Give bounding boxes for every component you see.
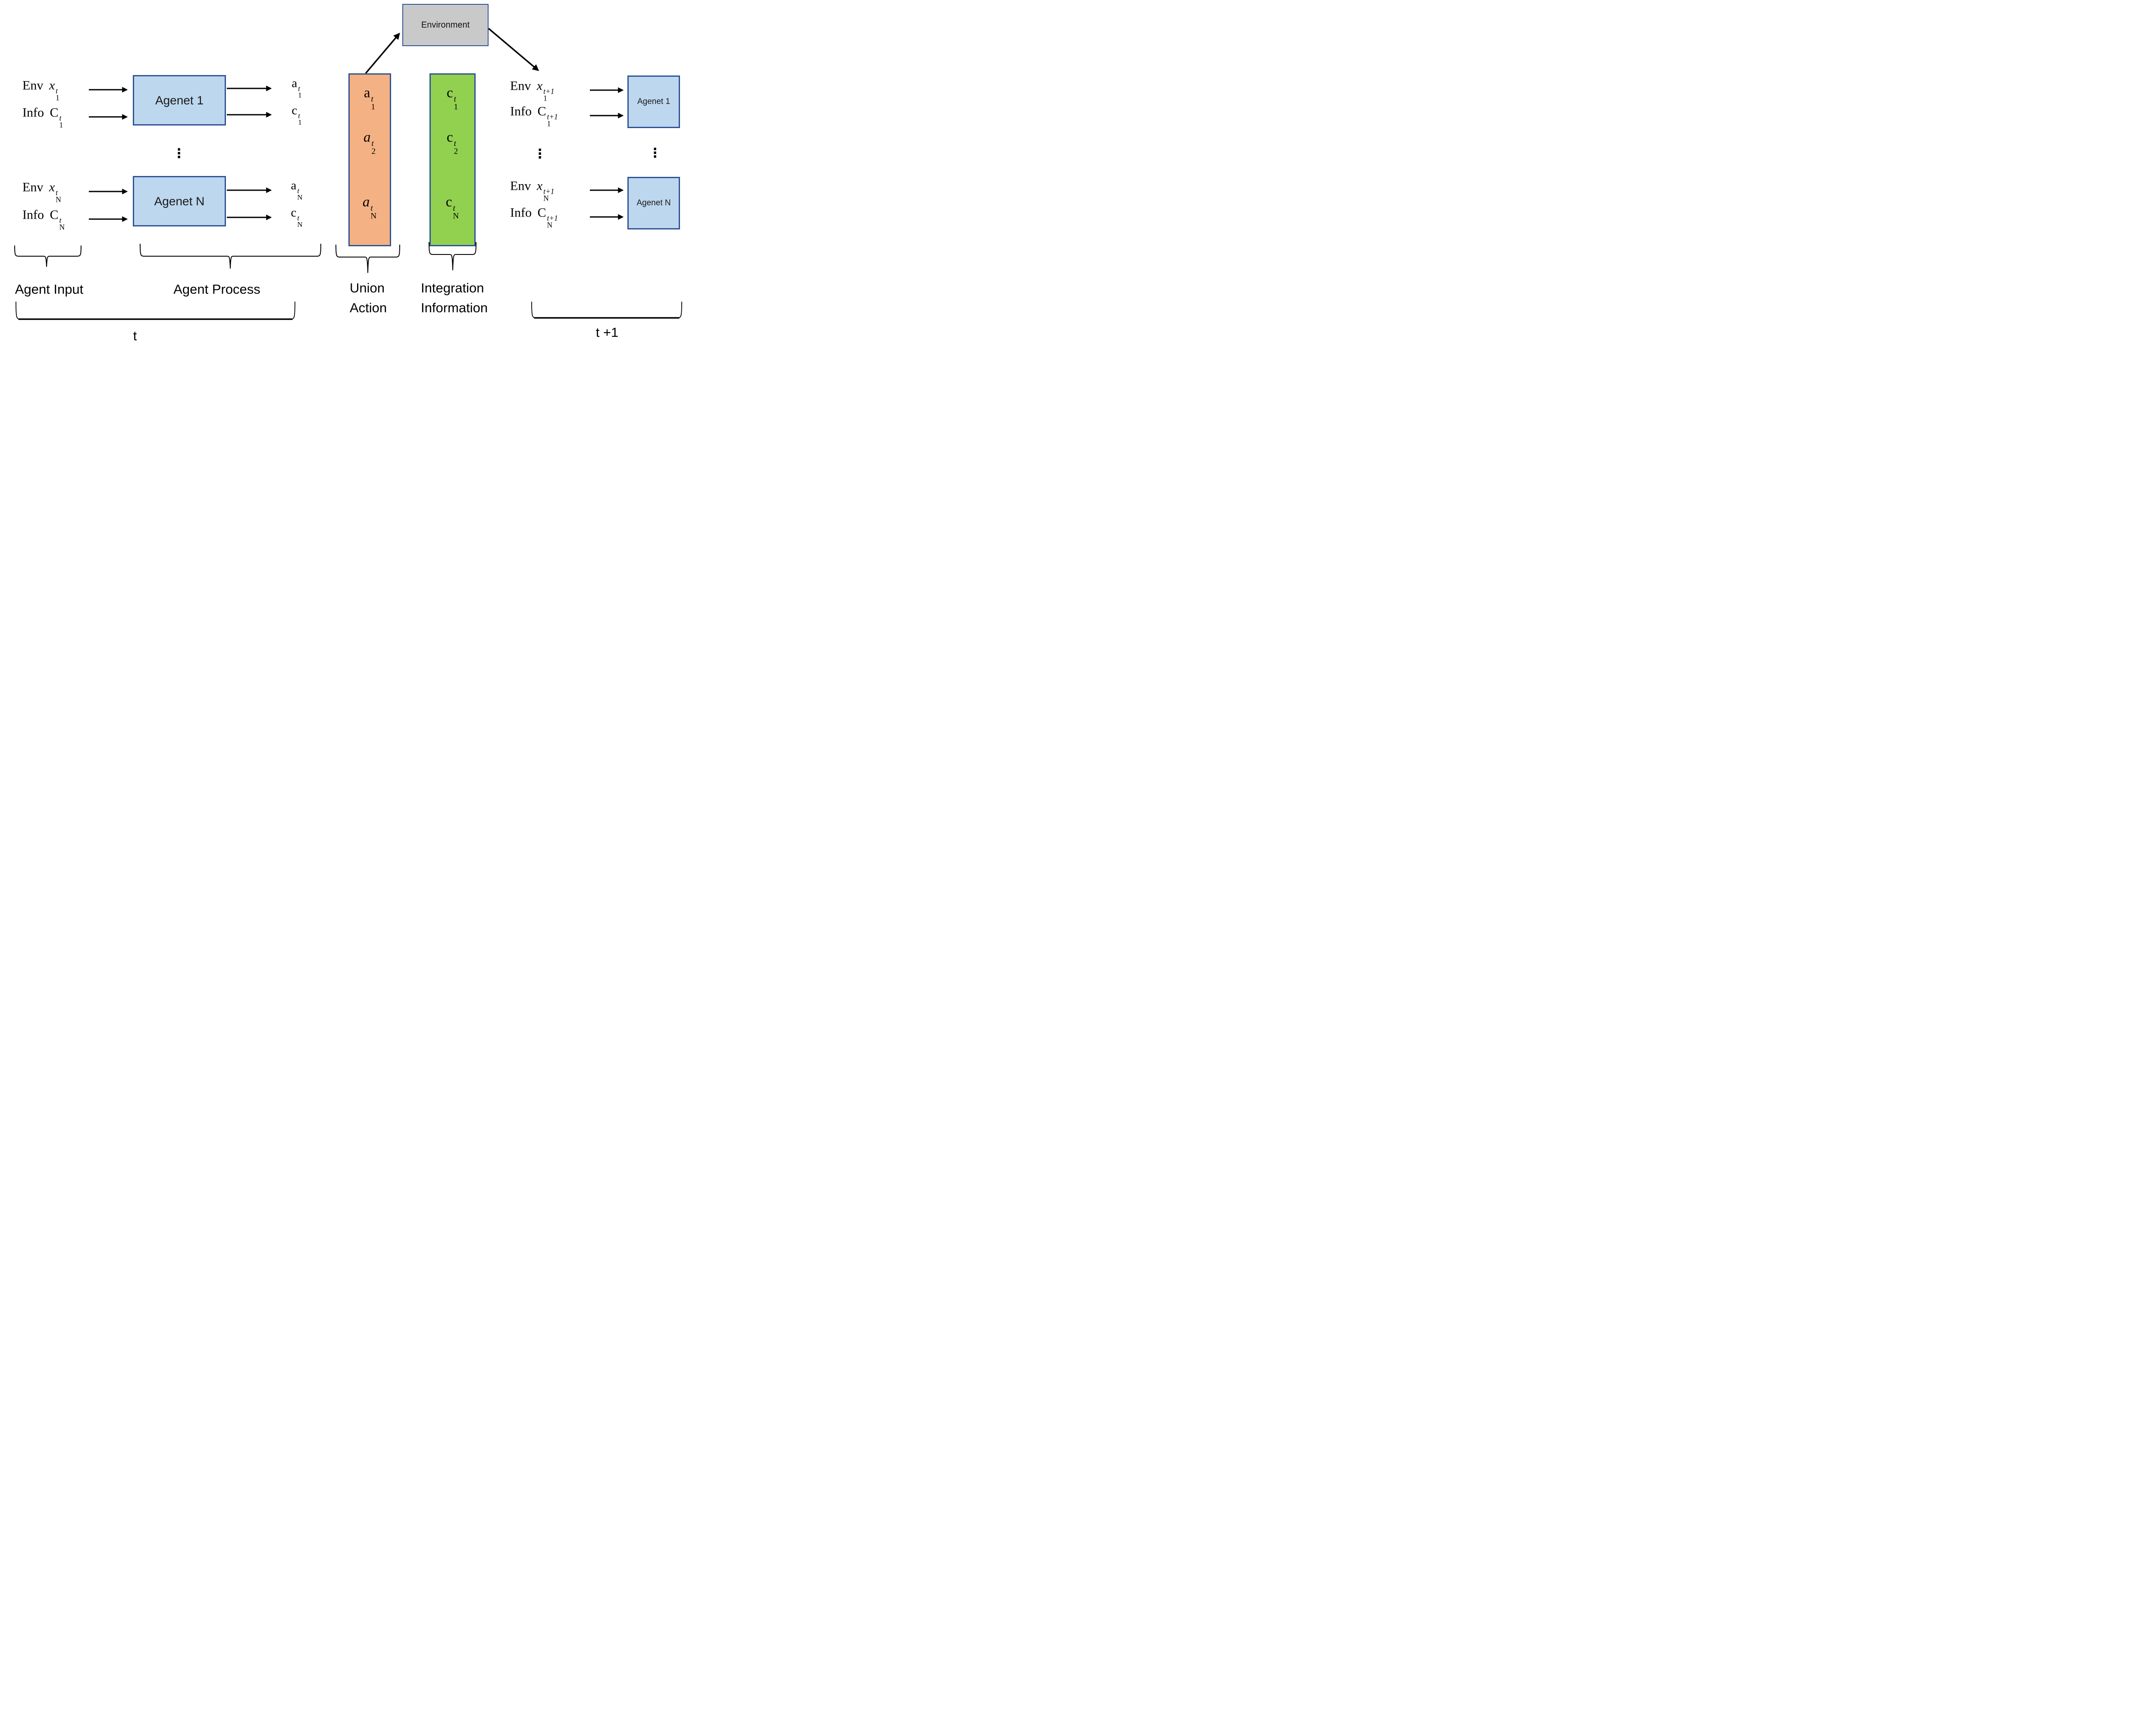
ellipsis-right-inputs: ⋮ (533, 146, 546, 162)
arrow-union-action-to-environment (365, 32, 400, 74)
caption-agent-process: Agent Process (173, 282, 260, 297)
agent-N-label-t1: Agenet N (636, 198, 671, 207)
caption-union-action: Union Action (350, 278, 387, 318)
arrow-environment-to-next-step (488, 28, 539, 71)
bracket-t-arms (16, 301, 295, 320)
agent-1-label-t1: Agenet 1 (637, 97, 671, 106)
agent-N-label-t: Agenet N (154, 194, 205, 208)
caption-time-t-plus-1: t +1 (595, 325, 619, 340)
caption-time-t: t (133, 328, 137, 343)
caption-union-line2: Action (350, 300, 387, 315)
brace-union-action (335, 245, 400, 273)
diagram-connectors (14, 28, 682, 320)
agent-N-box-t1: Agenet N (627, 177, 680, 229)
brace-agent-process (140, 244, 321, 269)
integration-information-column (429, 73, 476, 246)
caption-integration-line2: Information (421, 300, 488, 315)
union-action-column (348, 73, 391, 246)
environment-label: Environment (421, 20, 470, 30)
environment-box: Environment (402, 4, 489, 46)
ellipsis-right-agents: ⋮ (649, 145, 661, 161)
brace-agent-input (14, 245, 81, 267)
ellipsis-left: ⋮ (172, 146, 185, 161)
agent-1-box-t1: Agenet 1 (627, 75, 680, 128)
caption-union-line1: Union (350, 280, 385, 295)
caption-integration-information: Integration Information (421, 278, 488, 318)
caption-integration-line1: Integration (421, 280, 484, 295)
agent-1-label-t: Agenet 1 (155, 93, 204, 107)
brace-integration-information (429, 242, 476, 270)
bracket-t1-arms (531, 301, 682, 318)
agent-N-box-t: Agenet N (133, 176, 226, 226)
agent-1-box-t: Agenet 1 (133, 75, 226, 126)
caption-agent-input: Agent Input (15, 282, 84, 297)
